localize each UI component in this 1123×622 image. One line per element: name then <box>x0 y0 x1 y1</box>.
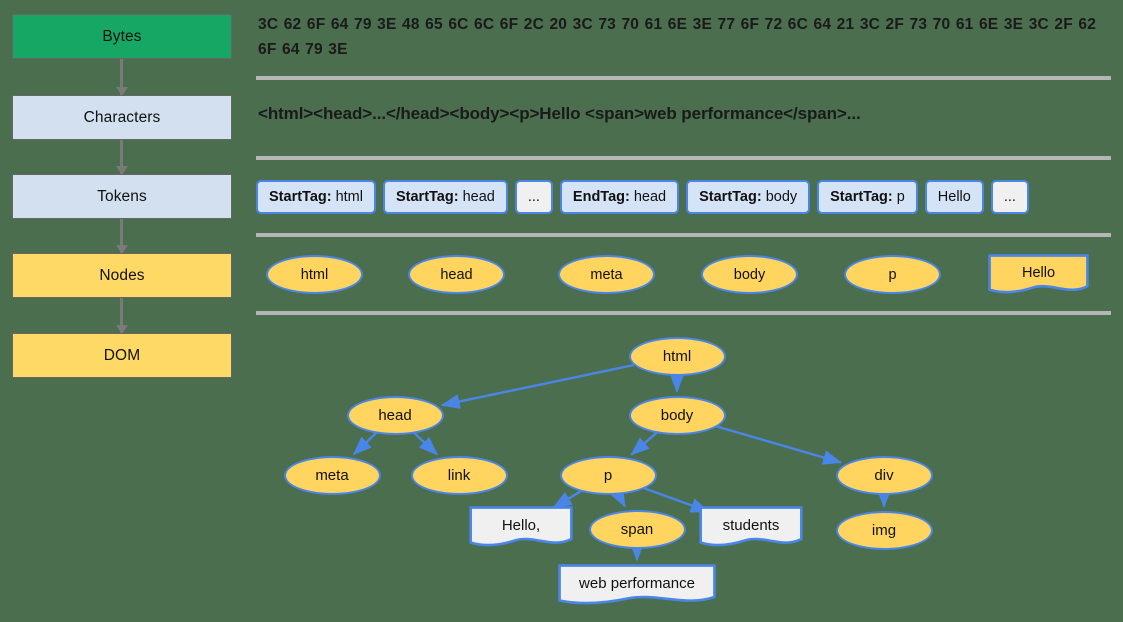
section-separator-1 <box>256 76 1111 80</box>
tree-node-label: body <box>660 406 694 424</box>
bytes-hex-text: 3C 62 6F 64 79 3E 48 65 6C 6C 6F 2C 20 3… <box>258 16 1097 58</box>
pipeline-stage-nodes: Nodes <box>12 253 232 298</box>
token-item: StartTag:p <box>817 180 918 214</box>
token-item: ... <box>990 180 1029 214</box>
tree-node-meta: meta <box>283 455 381 495</box>
token-value: ... <box>527 189 540 205</box>
pipeline-stage-label: Nodes <box>99 266 145 284</box>
token-value: html <box>335 189 363 205</box>
tree-edge-head-to-link <box>413 432 439 456</box>
tree-node-link: link <box>410 455 508 495</box>
tree-edge-p-to-hello <box>552 490 582 509</box>
section-separator-3 <box>256 233 1111 237</box>
token-kind: EndTag: <box>572 189 630 205</box>
token-item: StartTag:body <box>686 180 811 214</box>
token-kind: StartTag: <box>395 189 459 205</box>
token-item: StartTag:html <box>256 180 376 214</box>
pipeline-stage-label: Characters <box>83 108 161 126</box>
pipeline-stage-characters: Characters <box>12 95 232 140</box>
pipeline-column: Bytes Characters Tokens Nodes DOM <box>0 0 250 622</box>
tree-edge-html-to-head <box>440 363 635 409</box>
tree-edge-p-to-span <box>609 487 626 508</box>
node-ellipse-p: p <box>844 255 941 294</box>
dom-tree-edges <box>352 363 892 562</box>
node-ellipse-body: body <box>701 255 798 294</box>
node-label: html <box>300 266 329 283</box>
pipeline-stage-label: DOM <box>103 346 141 364</box>
node-label: meta <box>590 266 623 283</box>
token-kind: StartTag: <box>830 189 893 205</box>
token-value: p <box>896 189 905 205</box>
token-kind: StartTag: <box>699 189 762 205</box>
token-item: EndTag:head <box>559 180 680 214</box>
tree-edge-body-to-div <box>716 425 843 465</box>
pipeline-stage-bytes: Bytes <box>12 14 232 59</box>
node-label: Hello <box>1021 265 1056 281</box>
nodes-row: html head meta body p Hello <box>256 252 1111 302</box>
tree-node-head: head <box>346 395 444 435</box>
tree-node-label: span <box>620 520 654 538</box>
node-text-Hello: Hello <box>988 254 1089 295</box>
tree-edge-p-to-students <box>643 486 710 513</box>
tree-node-div: div <box>835 455 933 495</box>
tree-node-label: head <box>378 406 412 424</box>
tree-node-label: div <box>874 466 894 484</box>
token-kind: StartTag: <box>269 189 332 205</box>
token-item: ... <box>514 180 553 214</box>
node-ellipse-head: head <box>408 255 505 294</box>
node-ellipse-html: html <box>266 255 363 294</box>
token-value: head <box>633 189 667 205</box>
node-label: head <box>440 266 473 283</box>
tree-node-body: body <box>628 395 726 435</box>
pipeline-arrow-4 <box>115 298 128 334</box>
token-item: StartTag:head <box>382 180 508 214</box>
characters-markup-text: <html><head>...</head><body><p>Hello <sp… <box>258 104 861 123</box>
tree-text-node-students: students <box>699 506 803 548</box>
tree-node-label: p <box>603 466 613 484</box>
content-column: 3C 62 6F 64 79 3E 48 65 6C 6C 6F 2C 20 3… <box>250 0 1123 622</box>
tree-node-span: span <box>588 509 686 549</box>
token-value: head <box>462 189 495 205</box>
node-ellipse-meta: meta <box>558 255 655 294</box>
section-separator-4 <box>256 311 1111 315</box>
pipeline-stage-tokens: Tokens <box>12 174 232 219</box>
tree-node-label: meta <box>315 466 349 484</box>
node-label: p <box>888 266 897 283</box>
token-value: body <box>765 189 798 205</box>
tree-text-node-hello: Hello, <box>469 506 573 548</box>
tree-node-label: img <box>871 521 897 539</box>
tree-node-img: img <box>835 510 933 550</box>
pipeline-stage-label: Bytes <box>102 27 142 45</box>
pipeline-arrow-2 <box>115 140 128 175</box>
token-value: Hello <box>937 189 971 205</box>
tree-node-label: students <box>722 517 780 534</box>
tree-edge-body-to-p <box>630 431 658 456</box>
tree-edge-head-to-meta <box>352 432 377 456</box>
token-value: ... <box>1003 189 1016 205</box>
tree-node-p: p <box>559 455 657 495</box>
tree-node-label: web performance <box>579 575 695 592</box>
tree-node-html: html <box>628 336 726 376</box>
pipeline-arrow-3 <box>115 219 128 254</box>
pipeline-stage-dom: DOM <box>12 333 232 378</box>
token-item: Hello <box>924 180 984 214</box>
pipeline-stage-label: Tokens <box>97 187 147 205</box>
section-separator-2 <box>256 156 1111 160</box>
node-label: body <box>733 266 766 283</box>
pipeline-arrow-1 <box>115 59 128 96</box>
tree-node-label: link <box>447 466 471 484</box>
tree-text-node-webperf: web performance <box>557 564 717 606</box>
tree-node-label: Hello, <box>501 517 541 534</box>
tree-node-label: html <box>662 347 692 365</box>
